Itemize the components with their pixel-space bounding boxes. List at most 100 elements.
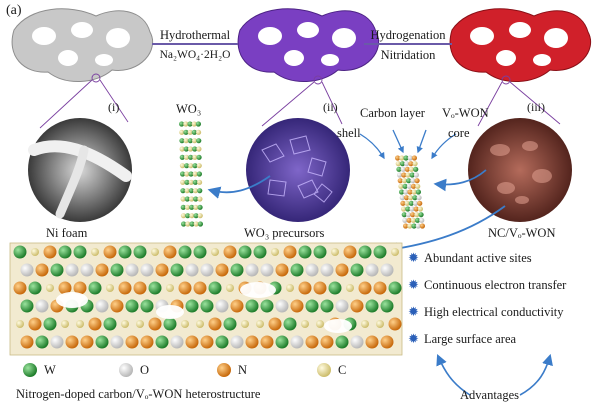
c-atom	[241, 320, 249, 328]
n-atom	[260, 335, 274, 349]
atom-legend-spheres	[23, 363, 331, 377]
c-atom	[401, 178, 408, 184]
w-atom	[179, 154, 185, 160]
o-atom	[404, 161, 410, 167]
o-atom	[397, 172, 403, 178]
w-atom	[155, 335, 169, 349]
carbon-layer-label: Carbon layer	[360, 106, 425, 120]
advantage-item-2: Continuous electron transfer	[424, 278, 567, 292]
w-atom	[350, 263, 364, 277]
o-atom	[95, 299, 109, 313]
c-atom	[192, 171, 198, 177]
o-atom	[416, 195, 422, 201]
step2-label-top: Hydrogenation	[370, 28, 446, 42]
n-atom	[290, 299, 304, 313]
n-atom	[335, 263, 349, 277]
n-atom	[118, 281, 132, 295]
c-atom	[193, 204, 199, 210]
legend-sphere-w-atom	[23, 363, 37, 377]
w-atom	[178, 245, 192, 259]
w-atom	[188, 154, 194, 160]
w-atom	[418, 212, 424, 218]
c-atom	[188, 163, 194, 169]
o-atom	[400, 166, 406, 172]
legend-label-o: O	[140, 363, 150, 377]
sem-image-nc-won	[468, 118, 572, 222]
c-atom	[408, 166, 415, 172]
w-atom	[118, 245, 132, 259]
n-atom	[178, 281, 192, 295]
n-atom	[298, 281, 312, 295]
advantages-arrow-right	[519, 353, 553, 396]
o-atom	[215, 299, 229, 313]
legend-sphere-c-atom	[317, 363, 331, 377]
nc-won-label: NC/Vₒ-WON	[488, 226, 556, 240]
c-atom	[183, 121, 189, 127]
w-atom	[290, 263, 304, 277]
n-atom	[407, 189, 413, 195]
o-atom	[365, 263, 379, 277]
n-atom	[350, 299, 364, 313]
n-atom	[148, 317, 162, 331]
c-atom	[61, 320, 69, 328]
n-atom	[410, 183, 417, 189]
o-atom	[380, 263, 394, 277]
w-atom	[402, 183, 408, 189]
advantages-title: Advantages	[460, 388, 520, 402]
w-atom	[140, 299, 154, 313]
w-atom	[88, 281, 102, 295]
advantages-arrow-left	[436, 353, 471, 396]
n-atom	[268, 317, 282, 331]
c-atom	[399, 155, 405, 161]
n-atom	[193, 281, 207, 295]
o-atom	[170, 335, 184, 349]
c-atom	[211, 248, 219, 256]
w-atom	[200, 299, 214, 313]
stage-iii-label: (iii)	[527, 100, 545, 114]
c-atom	[166, 284, 174, 292]
c-atom	[417, 206, 423, 212]
c-atom	[414, 212, 420, 218]
w-atom	[192, 179, 198, 185]
n-atom	[400, 200, 406, 206]
c-atom	[193, 221, 199, 227]
n-atom	[245, 335, 259, 349]
c-atom	[46, 284, 54, 292]
o-atom	[200, 263, 214, 277]
w-atom	[125, 299, 139, 313]
n-atom	[410, 212, 416, 218]
c-atom	[196, 163, 202, 169]
legend-sphere-o-atom	[119, 363, 133, 377]
o-atom	[35, 299, 49, 313]
n-atom	[133, 281, 147, 295]
w-atom	[196, 154, 202, 160]
w-atom	[28, 281, 42, 295]
c-atom	[180, 196, 186, 202]
n-atom	[365, 335, 379, 349]
c-atom	[192, 188, 199, 194]
c-atom	[410, 217, 416, 223]
c-atom	[391, 248, 399, 256]
c-atom	[191, 138, 198, 144]
n-atom	[125, 335, 139, 349]
c-atom	[183, 138, 189, 144]
c-atom	[398, 183, 404, 189]
c-atom	[415, 183, 421, 189]
stage-i-label: (i)	[108, 100, 120, 114]
w-atom	[320, 299, 334, 313]
w-atom	[188, 171, 194, 177]
c-atom	[188, 196, 195, 202]
w-atom	[399, 161, 406, 167]
w-atom	[230, 263, 244, 277]
c-atom	[395, 161, 401, 167]
n-atom	[397, 178, 403, 184]
w-atom	[388, 281, 402, 295]
c-atom	[179, 129, 185, 135]
w-atom	[193, 213, 199, 219]
o-atom	[110, 335, 124, 349]
c-atom	[196, 179, 203, 185]
o-atom	[20, 263, 34, 277]
w-atom	[43, 317, 57, 331]
n-atom	[408, 161, 414, 167]
